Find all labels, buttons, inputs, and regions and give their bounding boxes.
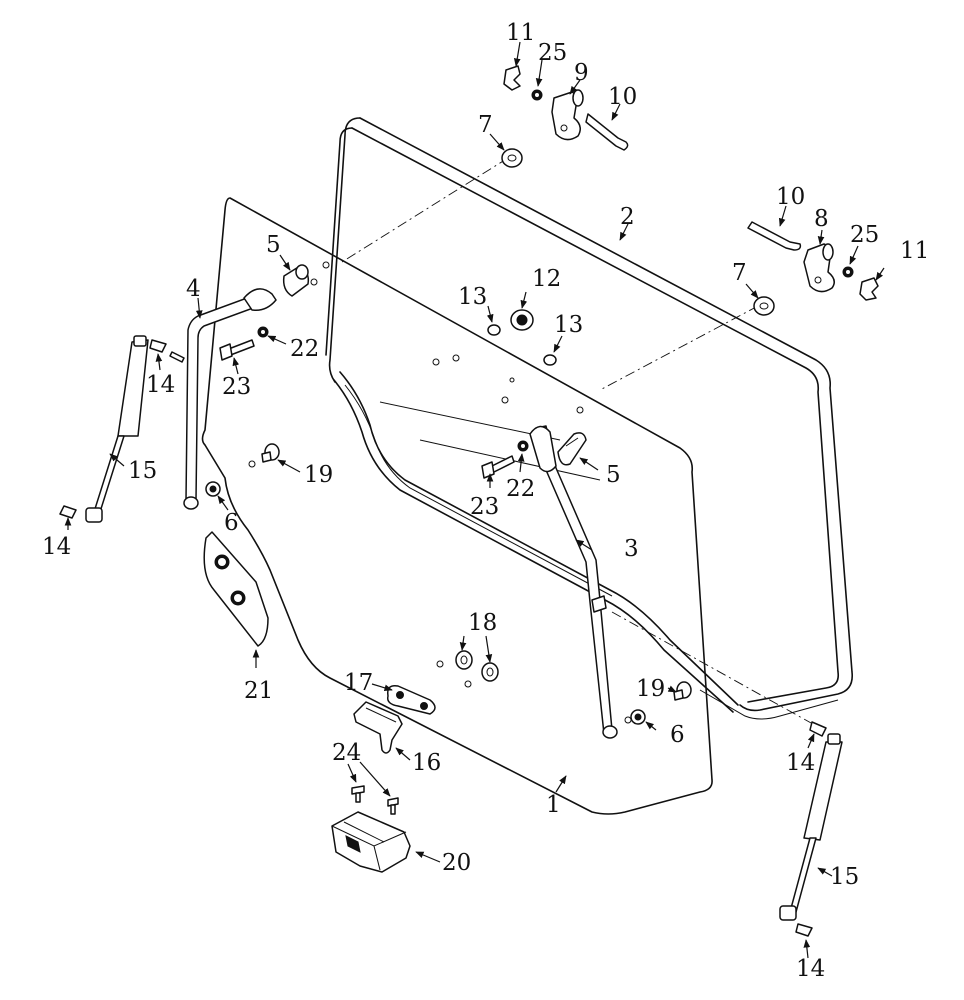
label-5-lower: 5	[606, 462, 621, 488]
label-2: 2	[620, 204, 635, 230]
washer-part-25-top	[531, 89, 543, 101]
bracket-part-16	[353, 701, 403, 754]
leader-arrows	[64, 41, 885, 959]
frame-seal-part-2	[325, 117, 854, 720]
nut-part-22-left	[257, 326, 269, 338]
screw-part-14-b	[59, 505, 77, 519]
rod-part-3	[529, 425, 618, 739]
gas-strut-part-15-right	[779, 733, 843, 921]
label-14-a: 14	[146, 372, 175, 398]
grommet-part-6-right	[630, 709, 646, 725]
label-17: 17	[344, 670, 373, 696]
screw-part-14-c	[809, 721, 827, 737]
bolt-part-23-left	[219, 339, 255, 361]
label-13-left: 13	[458, 284, 487, 310]
label-14-c: 14	[786, 750, 815, 776]
plate-part-21	[203, 531, 269, 647]
label-11-right: 11	[900, 238, 929, 264]
label-20: 20	[442, 850, 471, 876]
bushing-part-18-right	[481, 662, 499, 682]
screw-part-14-d	[795, 923, 813, 937]
label-11-top: 11	[506, 20, 535, 46]
washer-part-7-right	[753, 296, 775, 316]
stud-part-19-left	[261, 443, 280, 463]
label-1: 1	[546, 792, 561, 818]
label-13-right: 13	[554, 312, 583, 338]
label-24: 24	[332, 740, 361, 766]
label-12: 12	[532, 266, 561, 292]
label-8: 8	[814, 206, 829, 232]
label-14-b: 14	[42, 534, 71, 560]
bushing-part-5-top	[282, 264, 310, 297]
screw-part-14-a	[149, 339, 167, 353]
centerlines	[341, 157, 821, 729]
hinge-pin-part-10-right	[747, 221, 802, 251]
part-labels: 1 2 3 4 5 5 6 6 7 7 8 9 10 10 11 11 12 1…	[42, 20, 929, 982]
label-15-left: 15	[128, 458, 157, 484]
bolt-part-23-right	[481, 455, 515, 479]
label-19-right: 19	[636, 676, 665, 702]
label-23-right: 23	[470, 494, 499, 520]
hinge-part-8	[803, 243, 835, 293]
latch-part-20	[331, 811, 411, 873]
bushing-part-13-left	[487, 324, 501, 336]
screw-part-24-right	[387, 797, 399, 815]
label-6-right: 6	[670, 722, 685, 748]
label-16: 16	[412, 750, 441, 776]
hinge-pin-part-10-top	[585, 113, 629, 151]
label-19-left: 19	[304, 462, 333, 488]
glass-panel-part-1	[201, 197, 713, 815]
hinge-part-9	[551, 89, 584, 141]
label-22-left: 22	[290, 336, 319, 362]
screw-part-24-left	[351, 785, 365, 803]
label-5-top: 5	[266, 232, 281, 258]
label-25-top: 25	[538, 40, 567, 66]
label-7-right: 7	[732, 260, 747, 286]
clip-part-11-top	[503, 65, 521, 91]
clip-part-11-right	[859, 277, 879, 301]
label-21: 21	[244, 678, 273, 704]
label-18: 18	[468, 610, 497, 636]
pin-part-small	[169, 351, 185, 363]
bushing-part-5-lower	[557, 432, 587, 466]
stud-part-19-right	[673, 681, 692, 701]
bushing-part-13-right	[543, 354, 557, 366]
bushing-part-18-left	[455, 650, 473, 670]
grommet-part-6-left	[205, 481, 221, 497]
label-14-d: 14	[796, 956, 825, 982]
nut-part-22-right	[517, 440, 529, 452]
washer-part-25-right	[842, 266, 854, 278]
label-3: 3	[624, 536, 639, 562]
label-10-top: 10	[608, 84, 637, 110]
label-6-left: 6	[224, 510, 239, 536]
label-15-right: 15	[830, 864, 859, 890]
label-9: 9	[574, 60, 589, 86]
label-10-right: 10	[776, 184, 805, 210]
label-22-right: 22	[506, 476, 535, 502]
washer-part-7-top	[501, 148, 523, 168]
plate-part-17	[386, 684, 436, 715]
label-7-top: 7	[478, 112, 493, 138]
grommet-part-12	[510, 309, 534, 331]
gas-strut-part-15-left	[85, 335, 149, 523]
label-25-right: 25	[850, 222, 879, 248]
rod-part-4	[183, 288, 277, 510]
label-4: 4	[186, 276, 201, 302]
label-23-left: 23	[222, 374, 251, 400]
